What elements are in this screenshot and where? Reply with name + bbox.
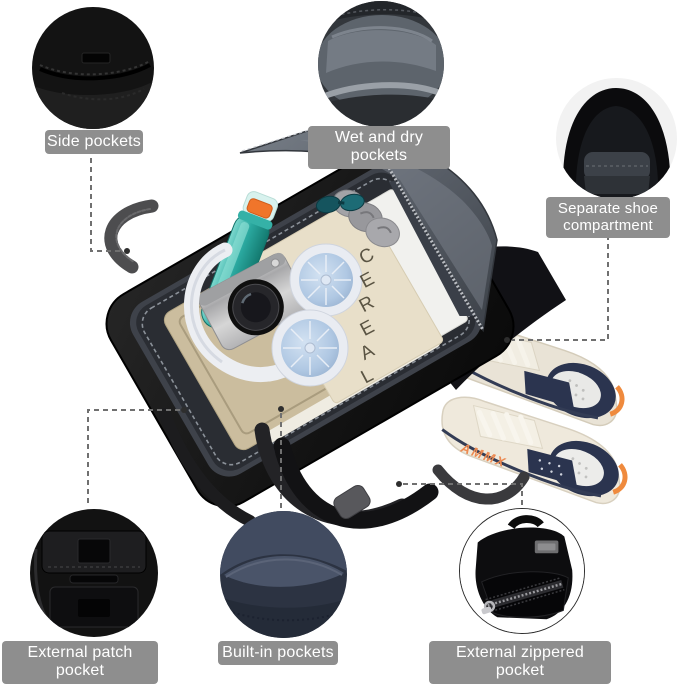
goggles	[315, 193, 365, 214]
callout-circle-built-in-pockets	[220, 511, 347, 638]
callout-circle-side-pockets	[32, 7, 154, 129]
label-side-pockets: Side pockets	[45, 130, 143, 155]
label-external-patch-pocket: External patch pocket	[2, 641, 158, 684]
label-wet-and-dry-pockets: Wet and dry pockets	[308, 126, 450, 169]
label-built-in-pockets: Built-in pockets	[218, 641, 338, 666]
callout-circle-wet-dry-pockets	[318, 1, 444, 127]
callout-circle-external-patch-pocket	[30, 509, 158, 637]
callout-circle-shoe-compartment	[556, 78, 677, 199]
camera	[197, 252, 309, 351]
label-external-zippered-pocket: External zippered pocket	[429, 641, 611, 684]
label-separate-shoe-compartment: Separate shoe compartment	[546, 197, 670, 238]
sneaker-bottom	[441, 396, 628, 505]
callout-circle-external-zippered-pocket	[459, 508, 585, 634]
handle-wrap	[333, 484, 371, 520]
headphones	[183, 242, 363, 387]
